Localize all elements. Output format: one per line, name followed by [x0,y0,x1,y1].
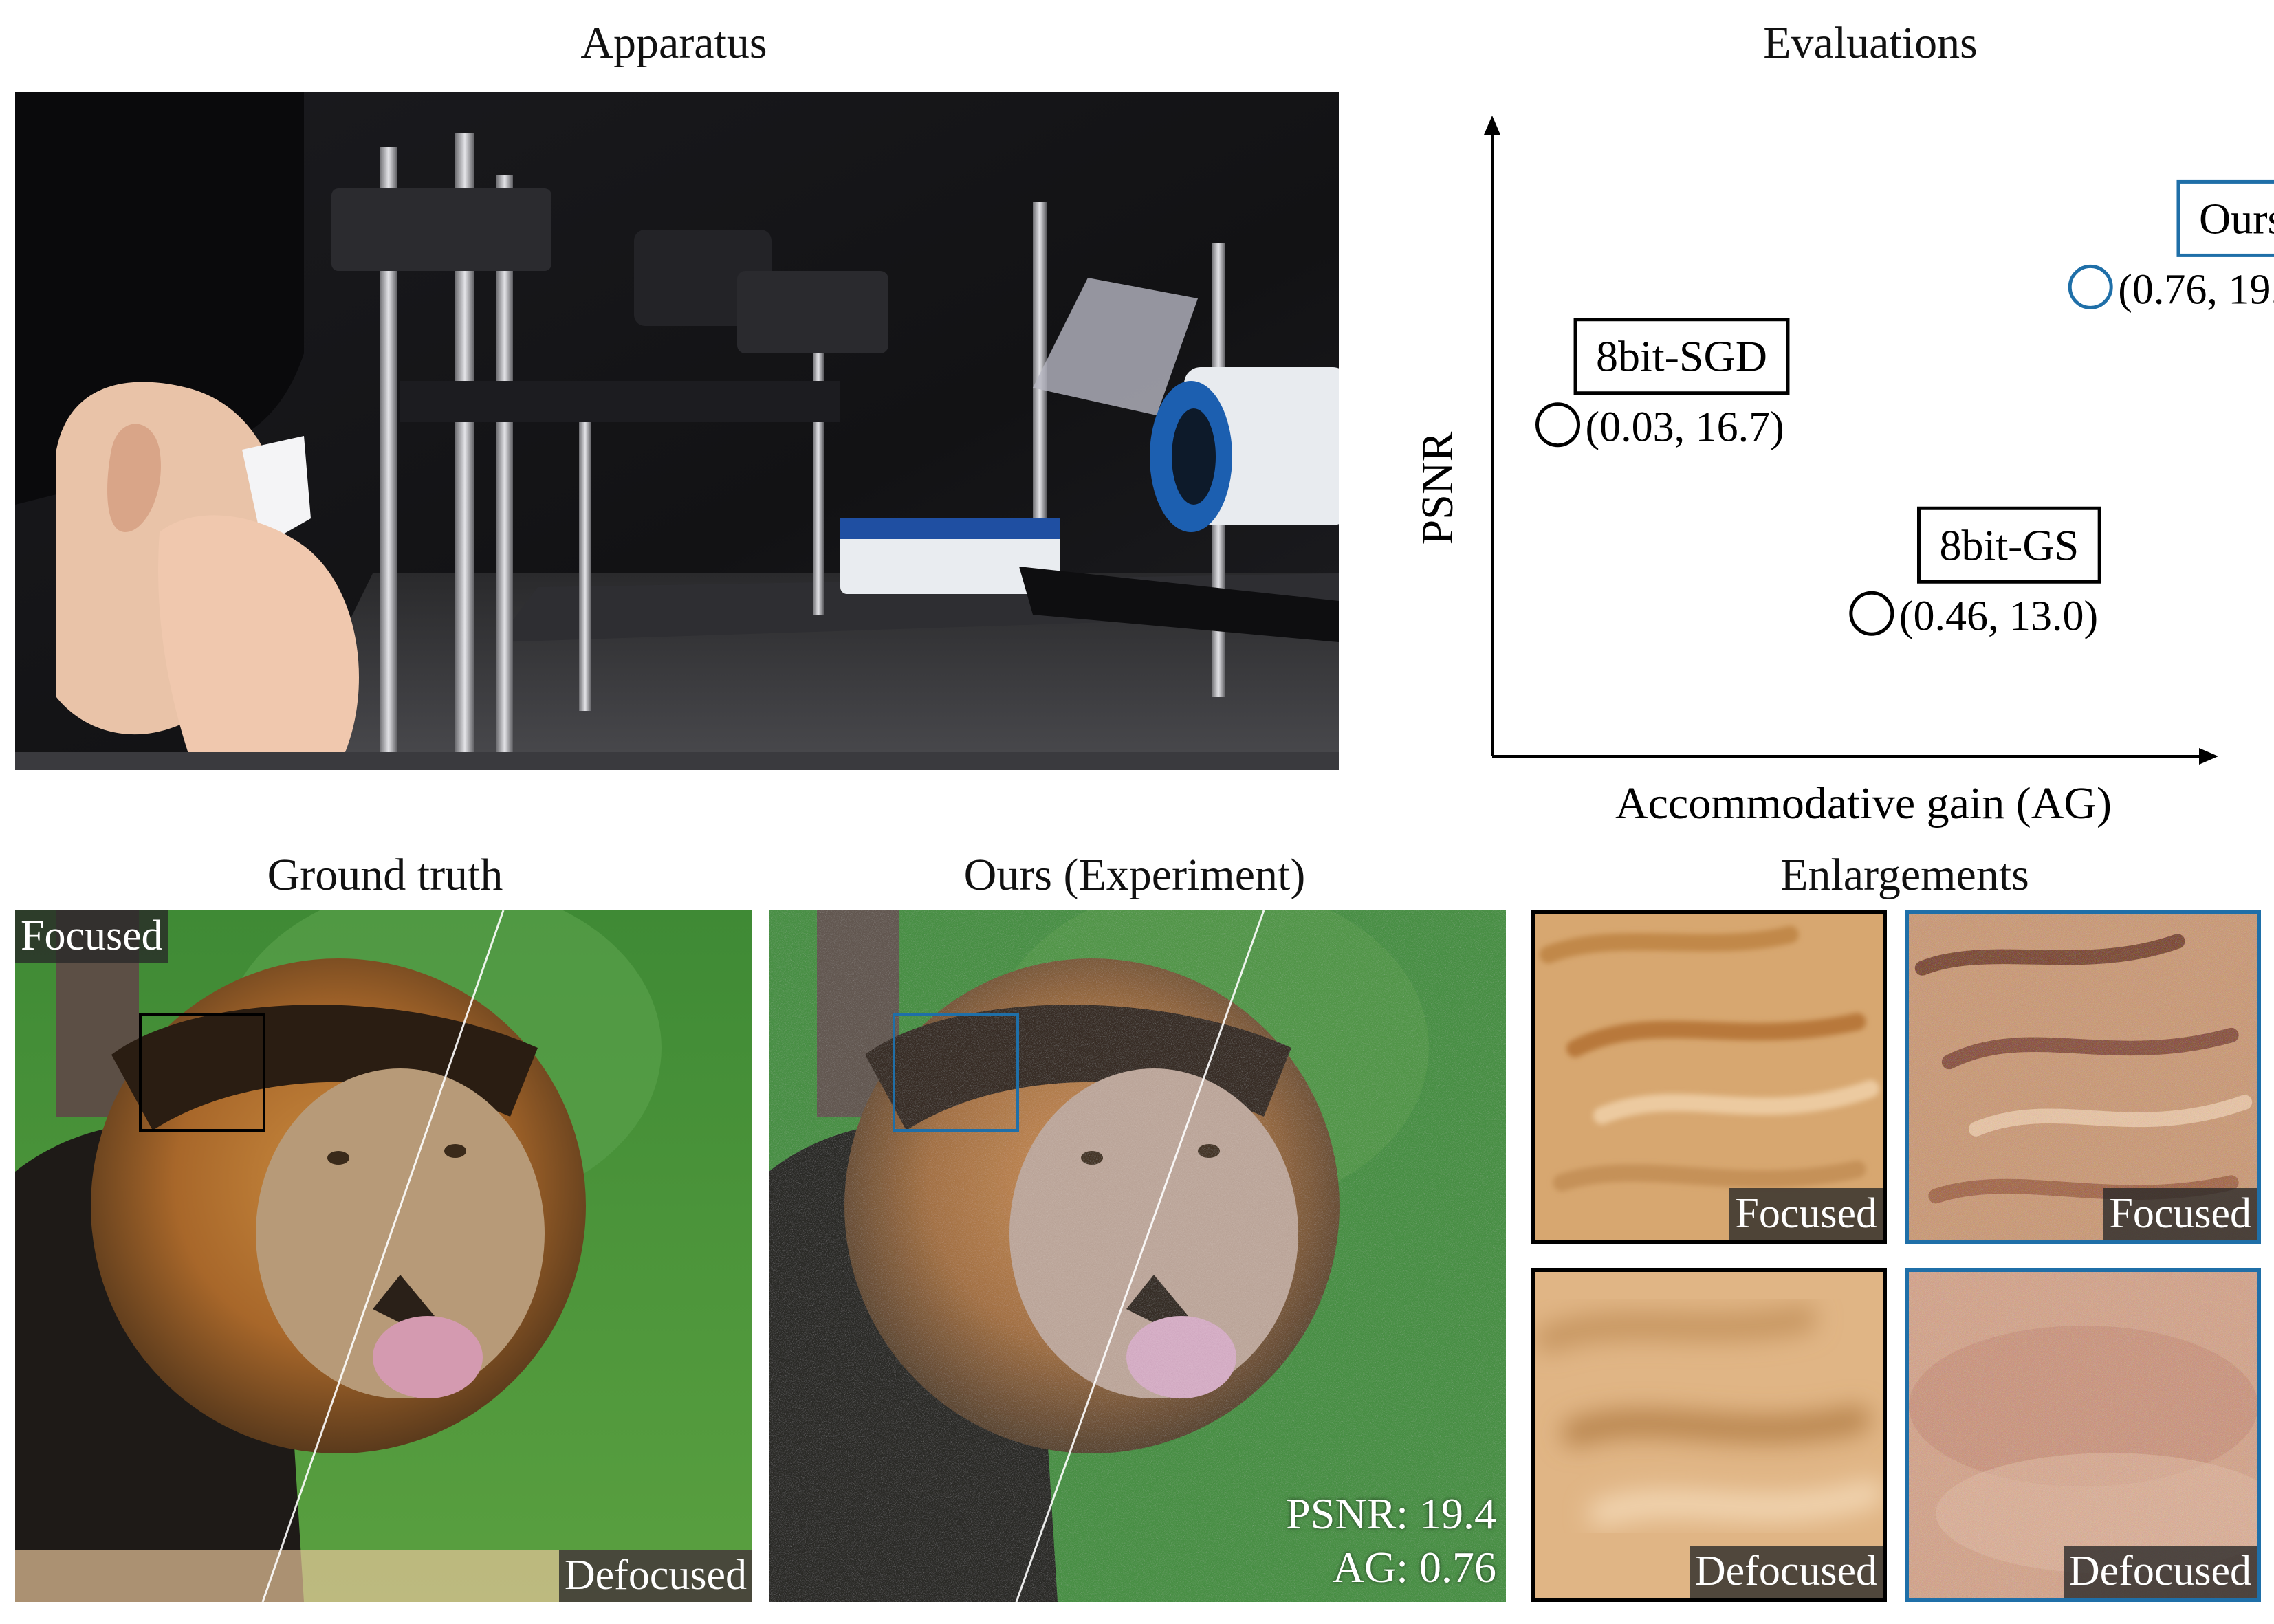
enlargements-title: Enlargements [1780,850,2029,900]
evaluations-title: Evaluations [1763,18,1978,68]
crop-box-black [139,1013,265,1132]
apparatus-title: Apparatus [580,18,767,68]
ground-truth-title: Ground truth [267,850,503,900]
x-axis-label: Accommodative gain (AG) [1615,778,2112,829]
defocused-tag: Defocused [558,1550,752,1602]
focused-tag: Focused [15,910,168,963]
value-label-8bit-sgd: (0.03, 16.7) [1586,404,1784,451]
crop-box-blue [893,1013,1019,1132]
ground-truth-image: Focused Defocused [15,910,752,1602]
psnr-readout: PSNR: 19.4 [1286,1489,1496,1538]
x-axis-arrow [2199,748,2218,765]
apparatus-photo [15,92,1339,770]
enlargement-ours-focused: Focused [1905,910,2261,1244]
legend-label-ours: Ours [2199,194,2274,243]
point-8bit-gs [1849,591,1894,636]
legend-box-8bit-gs [1916,506,2101,584]
defocused-tag: Defocused [2063,1546,2257,1598]
value-label-8bit-gs: (0.46, 13.0) [1899,593,2098,639]
ag-readout: AG: 0.76 [1332,1543,1496,1592]
defocused-tag: Defocused [1689,1546,1883,1598]
legend-label-8bit-gs: 8bit-GS [1939,520,2079,569]
value-label-ours: (0.76, 19.4) [2118,266,2274,313]
focused-tag: Focused [2103,1188,2257,1240]
legend-label-8bit-sgd: 8bit-SGD [1596,332,1767,381]
legend-box-ours [2176,179,2274,257]
point-ours [2068,264,2113,309]
ours-experiment-image: PSNR: 19.4 AG: 0.76 [769,910,1506,1602]
enlargement-gt-focused: Focused [1531,910,1887,1244]
ours-experiment-title: Ours (Experiment) [963,850,1306,900]
enlargement-gt-defocused: Defocused [1531,1268,1887,1602]
legend-box-8bit-sgd [1573,318,1790,395]
point-8bit-sgd [1535,402,1581,448]
enlargement-ours-defocused: Defocused [1905,1268,2261,1602]
evaluations-chart: PSNR Accommodative gain (AG) (0.03, 16.7… [1417,103,2274,846]
focused-tag: Focused [1729,1188,1883,1240]
y-axis-label: PSNR [1417,431,1463,545]
y-axis-arrow [1484,116,1500,135]
